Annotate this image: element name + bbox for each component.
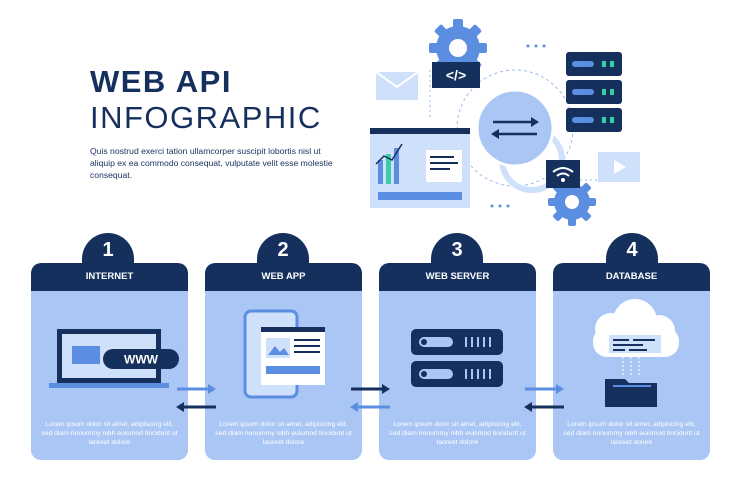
arrows-exchange-icon — [475, 88, 555, 168]
phone-app-icon — [243, 309, 325, 399]
card-label: WEB APP — [261, 271, 306, 282]
arrow-left-icon — [176, 402, 216, 412]
arrow-left-icon — [350, 402, 390, 412]
card-header: WEB APP — [205, 263, 362, 291]
card-label: DATABASE — [605, 271, 658, 282]
card-text: Lorem ipsum dolor sit amet, adipiscing e… — [41, 421, 178, 446]
card-label: INTERNET — [85, 271, 134, 282]
card-label: WEB SERVER — [425, 271, 490, 282]
chart-window-icon — [370, 128, 470, 208]
step-card-web-app: WEB APP Lorem ipsum dolor sit amet, adip… — [205, 263, 362, 460]
arrow-left-icon — [524, 402, 564, 412]
laptop-icon: WWW — [49, 329, 179, 388]
cloud-database-icon — [593, 299, 679, 407]
server-icon — [411, 329, 503, 387]
arrow-right-icon — [351, 384, 390, 394]
code-symbol: </> — [446, 67, 466, 83]
card-text: Lorem ipsum dolor sit amet, adipiscing e… — [215, 421, 352, 446]
mail-icon — [375, 71, 419, 100]
card-header: DATABASE — [553, 263, 710, 291]
title-line-2: INFOGRAPHIC — [90, 100, 322, 135]
step-card-internet: INTERNET WWW Lorem ipsum dolor sit amet,… — [31, 263, 188, 460]
card-text: Lorem ipsum dolor sit amet, adipiscing e… — [563, 421, 700, 446]
server-stack-icon — [566, 52, 622, 132]
card-header: INTERNET — [31, 263, 188, 291]
card-header: WEB SERVER — [379, 263, 536, 291]
play-icon — [598, 152, 640, 182]
code-icon: </> — [432, 62, 480, 88]
hero-illustration: </> — [370, 19, 640, 226]
wifi-icon — [546, 160, 580, 188]
step-card-web-server: WEB SERVER Lorem ipsum dolor sit amet, a… — [379, 263, 536, 460]
arrow-right-icon — [525, 384, 564, 394]
arrow-right-icon — [177, 384, 216, 394]
www-badge: WWW — [124, 353, 159, 367]
folder-icon — [605, 379, 657, 407]
description: Quis nostrud exerci tation ullamcorper s… — [90, 146, 333, 180]
title-line-1: WEB API — [90, 64, 232, 99]
card-text: Lorem ipsum dolor sit amet, adipiscing e… — [389, 421, 526, 446]
step-card-database: DATABASE Lorem ipsum dolor sit amet, adi… — [553, 263, 710, 460]
